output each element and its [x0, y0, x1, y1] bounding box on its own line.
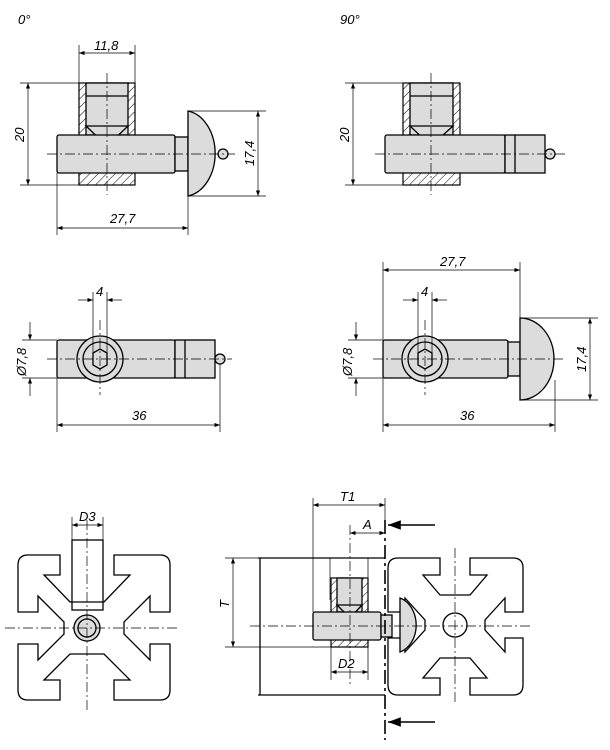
- dim-top-right: 27,7: [439, 254, 466, 269]
- view-0-degrees: 0° 20 11,8 27,7 17,4: [12, 12, 266, 235]
- view-label-90: 90°: [340, 12, 360, 27]
- dim-length-right: 36: [460, 408, 475, 423]
- dim-head-0: 17,4: [242, 141, 257, 166]
- dim-height-0: 20: [12, 127, 27, 143]
- dim-height-90: 20: [337, 127, 352, 143]
- profile-cross-section-left: D3: [5, 509, 180, 712]
- view-label-0: 0°: [18, 12, 30, 27]
- dim-t1: T1: [340, 489, 355, 504]
- view-90-degrees: 90° 20: [337, 12, 565, 195]
- top-view-left: 4 Ø7,8 36: [14, 284, 232, 432]
- dim-hex-right: 4: [421, 284, 428, 299]
- dim-d2: D2: [338, 656, 355, 671]
- dim-hex-left: 4: [96, 284, 103, 299]
- dim-dia-left: Ø7,8: [14, 347, 29, 377]
- dim-dia-right: Ø7,8: [340, 347, 355, 377]
- dim-t: T: [217, 599, 232, 608]
- dim-width-0: 11,8: [94, 38, 119, 53]
- dim-a: A: [362, 517, 372, 532]
- dim-d3: D3: [79, 509, 96, 524]
- dim-length-left: 36: [132, 408, 147, 423]
- dim-head-right: 17,4: [574, 347, 589, 372]
- top-view-right: 27,7 4 Ø7,8 17,4 36: [340, 254, 598, 432]
- dim-length-0: 27,7: [109, 211, 136, 226]
- profile-assembly-right: T1 A T D2: [217, 489, 530, 740]
